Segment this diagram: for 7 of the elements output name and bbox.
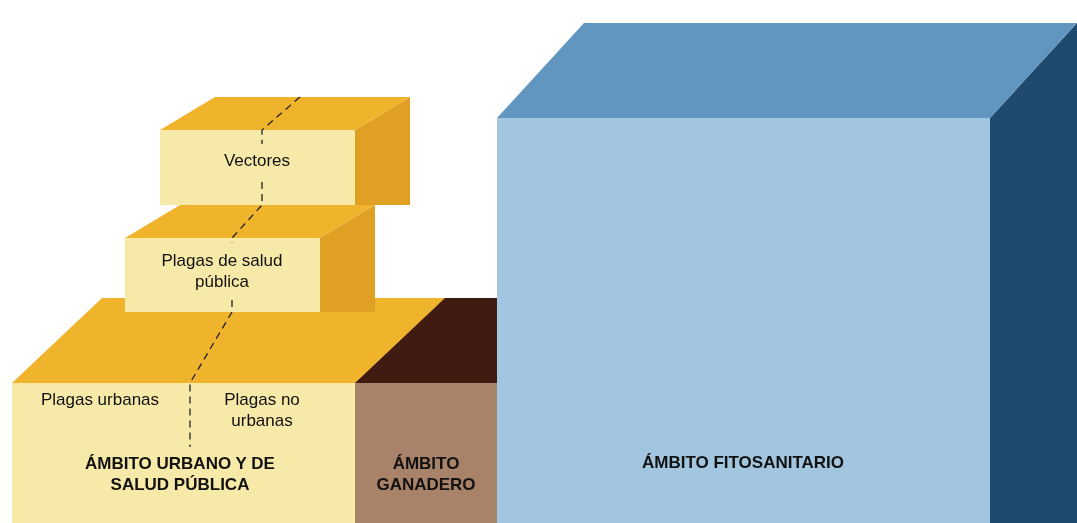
block-label: Plagas de salud pública [160,250,284,292]
block-title: ÁMBITO FITOSANITARIO [640,452,846,473]
block-label: Plagas no urbanas [223,389,301,431]
block-title: ÁMBITO URBANO Y DE SALUD PÚBLICA [84,453,276,495]
block-title: ÁMBITO GANADERO [375,453,477,495]
block-label: Plagas urbanas [39,389,161,410]
block-label: Vectores [222,150,292,171]
